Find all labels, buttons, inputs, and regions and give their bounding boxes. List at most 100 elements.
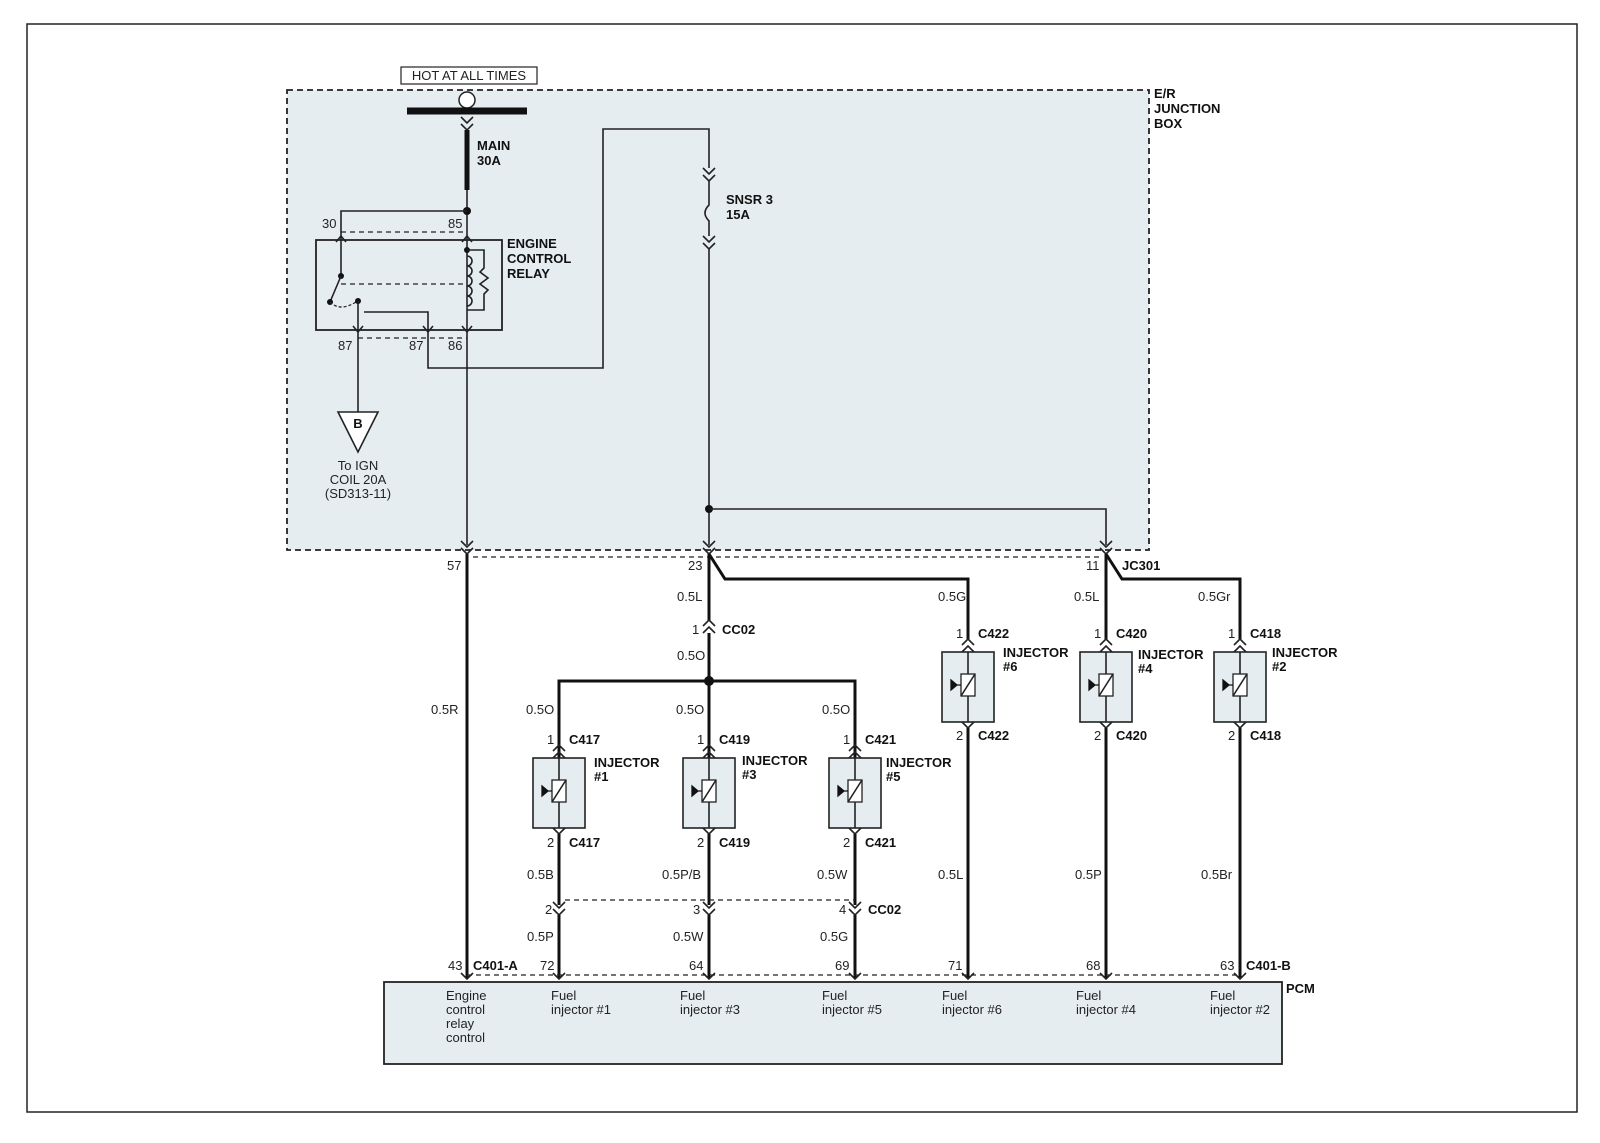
wire-05P-low: 0.5P xyxy=(527,929,554,944)
junction-box-label-1: E/R xyxy=(1154,86,1176,101)
wire-05L-6: 0.5L xyxy=(938,867,963,882)
main-fuse-rating: 30A xyxy=(477,153,501,168)
cc02-pin-2: 2 xyxy=(545,902,552,917)
injector-3: 1 C419 INJECTOR #3 2 C419 xyxy=(682,732,808,850)
svg-text:1: 1 xyxy=(843,732,850,747)
svg-text:C417: C417 xyxy=(569,732,600,747)
engine-control-relay xyxy=(315,239,503,331)
ign-ref-text-3: (SD313-11) xyxy=(325,486,391,501)
snsr3-fuse-rating: 15A xyxy=(726,207,750,222)
wire-05G-low: 0.5G xyxy=(820,929,848,944)
pcm-pin-64: 64 xyxy=(689,958,703,973)
svg-text:C421: C421 xyxy=(865,732,896,747)
page-frame xyxy=(26,23,1578,1113)
injector-5: 1 C421 INJECTOR #5 2 C421 xyxy=(828,732,952,850)
ign-ref-letter: B xyxy=(353,416,362,431)
pcm-pin-43: 43 xyxy=(448,958,462,973)
svg-text:injector #5: injector #5 xyxy=(822,1002,882,1017)
svg-text:INJECTOR: INJECTOR xyxy=(742,753,808,768)
pcm-pin-68: 68 xyxy=(1086,958,1100,973)
ign-ref-text-1: To IGN xyxy=(338,458,378,473)
svg-text:2: 2 xyxy=(547,835,554,850)
svg-text:Fuel: Fuel xyxy=(1210,988,1235,1003)
svg-text:C418: C418 xyxy=(1250,626,1281,641)
wire-05B: 0.5B xyxy=(527,867,554,882)
svg-text:2: 2 xyxy=(1228,728,1235,743)
svg-text:INJECTOR: INJECTOR xyxy=(594,755,660,770)
wire-05W-top: 0.5W xyxy=(817,867,848,882)
svg-text:Engine: Engine xyxy=(446,988,486,1003)
svg-text:#4: #4 xyxy=(1138,661,1153,676)
wire-05Gr: 0.5Gr xyxy=(1198,589,1231,604)
wire-05G-top: 0.5G xyxy=(938,589,966,604)
relay-label-1: ENGINE xyxy=(507,236,557,251)
pcm-terminal-injector-2: Fuel injector #2 xyxy=(1210,988,1270,1017)
pcm-pin-72: 72 xyxy=(540,958,554,973)
svg-text:#2: #2 xyxy=(1272,659,1286,674)
pcm-pin-71: 71 xyxy=(948,958,962,973)
cc02-pin-3: 3 xyxy=(693,902,700,917)
svg-text:C419: C419 xyxy=(719,732,750,747)
relay-label-3: RELAY xyxy=(507,266,550,281)
pcm-terminal-injector-6: Fuel injector #6 xyxy=(942,988,1002,1017)
svg-text:2: 2 xyxy=(1094,728,1101,743)
svg-text:1: 1 xyxy=(697,732,704,747)
svg-text:Fuel: Fuel xyxy=(1076,988,1101,1003)
junction-box-label-2: JUNCTION xyxy=(1154,101,1220,116)
snsr3-fuse-label: SNSR 3 xyxy=(726,192,773,207)
svg-text:#5: #5 xyxy=(886,769,900,784)
wire-05PB: 0.5P/B xyxy=(662,867,701,882)
cc02-top-label: CC02 xyxy=(722,622,755,637)
svg-text:injector #4: injector #4 xyxy=(1076,1002,1136,1017)
injector-6: 1 C422 INJECTOR #6 2 C422 xyxy=(941,626,1069,743)
svg-text:control: control xyxy=(446,1030,485,1045)
injector-4: 1 C420 INJECTOR #4 2 C420 xyxy=(1079,626,1204,743)
pcm-pin-63: 63 xyxy=(1220,958,1234,973)
svg-text:1: 1 xyxy=(956,626,963,641)
relay-pin-87b: 87 xyxy=(409,338,423,353)
svg-text:Fuel: Fuel xyxy=(942,988,967,1003)
c401b-label: C401-B xyxy=(1246,958,1291,973)
junction-box-label-3: BOX xyxy=(1154,116,1183,131)
svg-text:INJECTOR: INJECTOR xyxy=(1272,645,1338,660)
wire-05O-1: 0.5O xyxy=(526,702,554,717)
pin-23: 23 xyxy=(688,558,702,573)
svg-text:Fuel: Fuel xyxy=(680,988,705,1003)
svg-text:injector #3: injector #3 xyxy=(680,1002,740,1017)
wire-05L-b: 0.5L xyxy=(1074,589,1099,604)
pcm-terminal-relay-control: Engine control relay control xyxy=(446,988,486,1045)
hot-label-box xyxy=(400,66,538,85)
ign-ref-text-2: COIL 20A xyxy=(330,472,387,487)
relay-pin-86: 86 xyxy=(448,338,462,353)
svg-text:C420: C420 xyxy=(1116,728,1147,743)
cc02-pin-4: 4 xyxy=(839,902,846,917)
wire-05O-a: 0.5O xyxy=(677,648,705,663)
pcm-terminal-injector-1: Fuel injector #1 xyxy=(551,988,611,1017)
svg-text:C421: C421 xyxy=(865,835,896,850)
svg-text:C418: C418 xyxy=(1250,728,1281,743)
svg-text:#6: #6 xyxy=(1003,659,1017,674)
svg-text:INJECTOR: INJECTOR xyxy=(1003,645,1069,660)
main-fuse-label: MAIN xyxy=(477,138,510,153)
svg-text:Fuel: Fuel xyxy=(551,988,576,1003)
junction-box xyxy=(286,89,1150,551)
svg-text:1: 1 xyxy=(1228,626,1235,641)
wire-05O-3: 0.5O xyxy=(676,702,704,717)
ign-ref-triangle xyxy=(336,411,380,454)
c401a-label: C401-A xyxy=(473,958,518,973)
hot-at-all-times-label: HOT AT ALL TIMES xyxy=(412,68,526,83)
svg-text:control: control xyxy=(446,1002,485,1017)
wire-05W-low: 0.5W xyxy=(673,929,704,944)
svg-text:1: 1 xyxy=(1094,626,1101,641)
wire-05R: 0.5R xyxy=(431,702,458,717)
pcm-pin-69: 69 xyxy=(835,958,849,973)
relay-internals-icon xyxy=(327,234,490,334)
svg-text:C420: C420 xyxy=(1116,626,1147,641)
svg-text:#1: #1 xyxy=(594,769,608,784)
relay-pin-85: 85 xyxy=(448,216,462,231)
svg-text:injector #2: injector #2 xyxy=(1210,1002,1270,1017)
svg-text:injector #6: injector #6 xyxy=(942,1002,1002,1017)
pcm-box xyxy=(383,981,1283,1065)
svg-text:#3: #3 xyxy=(742,767,756,782)
svg-text:2: 2 xyxy=(697,835,704,850)
